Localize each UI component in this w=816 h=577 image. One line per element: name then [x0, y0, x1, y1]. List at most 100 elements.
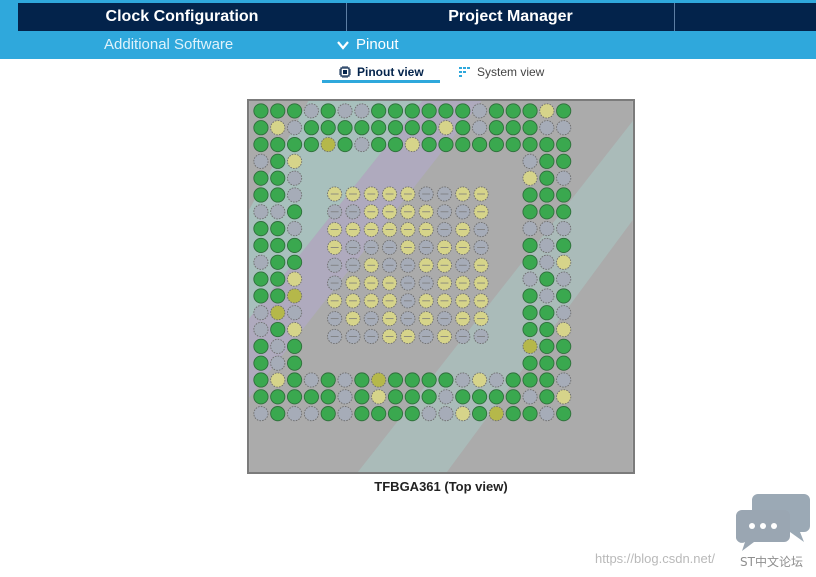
chip-pin[interactable] [270, 221, 286, 237]
chip-pin[interactable] [337, 136, 353, 153]
chip-pin[interactable] [253, 288, 269, 304]
chip-pin[interactable] [522, 221, 538, 237]
chip-pin[interactable] [505, 389, 521, 405]
chip-pin[interactable] [556, 237, 572, 254]
chip-pin[interactable] [556, 120, 572, 136]
chip-pin[interactable] [337, 120, 353, 136]
chip-pin[interactable] [287, 204, 303, 220]
chip-pin[interactable] [522, 288, 538, 304]
chip-pin[interactable] [287, 170, 303, 186]
chip-pin[interactable] [539, 136, 555, 153]
chip-pin[interactable] [287, 187, 303, 203]
chip-pin[interactable] [253, 372, 269, 388]
chip-pin[interactable] [287, 355, 303, 371]
chip-pin[interactable] [253, 254, 269, 270]
chip-pin[interactable] [539, 204, 555, 220]
chip-pin[interactable] [472, 136, 488, 153]
chip-pin[interactable] [556, 204, 572, 220]
chip-pin[interactable] [455, 120, 471, 136]
chip-pin[interactable] [303, 372, 319, 388]
chip-pin[interactable] [522, 321, 538, 338]
chip-pin[interactable] [253, 136, 269, 153]
chip-pin[interactable] [421, 372, 437, 388]
chip-pin[interactable] [421, 120, 437, 136]
chip-pin[interactable] [253, 204, 269, 220]
chip-pin[interactable] [270, 305, 286, 321]
chip-pin[interactable] [387, 120, 404, 136]
chip-pin[interactable] [371, 120, 387, 136]
chip-pin[interactable] [421, 136, 437, 153]
chip-pin[interactable] [539, 120, 555, 136]
chip-pin[interactable] [253, 103, 269, 119]
chip-pin[interactable] [337, 103, 353, 119]
chip-pin[interactable] [287, 305, 303, 321]
chip-pin[interactable] [522, 204, 538, 220]
chip-pin[interactable] [270, 338, 286, 354]
chip-pin[interactable] [488, 103, 504, 119]
chip-pin[interactable] [522, 355, 538, 371]
chip-pin[interactable] [354, 389, 370, 405]
chip-pin[interactable] [404, 372, 420, 388]
chip-pin[interactable] [253, 389, 269, 405]
chip-pin[interactable] [556, 136, 572, 153]
chip-pin[interactable] [337, 406, 353, 422]
chip-pin[interactable] [354, 103, 370, 119]
chip-pin[interactable] [387, 406, 404, 422]
chip-pin[interactable] [287, 288, 303, 304]
chip-pin[interactable] [287, 338, 303, 354]
chip-pin[interactable] [539, 153, 555, 169]
chip-pin[interactable] [270, 372, 286, 388]
chip-pin[interactable] [556, 389, 572, 405]
chip-pin[interactable] [505, 372, 521, 388]
chip-pin[interactable] [253, 237, 269, 254]
chip-pin[interactable] [522, 254, 538, 270]
chip-pin[interactable] [404, 136, 420, 153]
chip-pin[interactable] [387, 389, 404, 405]
chip-pin[interactable] [270, 103, 286, 119]
chip-pin[interactable] [404, 103, 420, 119]
chip-pin[interactable] [539, 288, 555, 304]
chip-pin[interactable] [270, 120, 286, 136]
chip-pin[interactable] [337, 389, 353, 405]
chip-pin[interactable] [539, 338, 555, 354]
chip-pin[interactable] [287, 153, 303, 169]
chip-pin[interactable] [287, 389, 303, 405]
chip-pin[interactable] [455, 136, 471, 153]
chip-pin[interactable] [556, 254, 572, 270]
chip-pin[interactable] [539, 237, 555, 254]
chip-pin[interactable] [522, 153, 538, 169]
chip-pin[interactable] [287, 271, 303, 287]
chip-pin[interactable] [505, 136, 521, 153]
chip-pin[interactable] [556, 221, 572, 237]
chip-pin[interactable] [522, 271, 538, 287]
chip-pin[interactable] [320, 372, 336, 388]
chip-pin[interactable] [421, 103, 437, 119]
chip-pin[interactable] [539, 103, 555, 119]
chip-pin[interactable] [522, 305, 538, 321]
chip-pin[interactable] [488, 406, 504, 422]
chip-pin[interactable] [488, 120, 504, 136]
chip-pin[interactable] [421, 389, 437, 405]
chip-pin[interactable] [556, 288, 572, 304]
chip-pin[interactable] [522, 120, 538, 136]
chip-pin[interactable] [270, 237, 286, 254]
chip-pin[interactable] [522, 406, 538, 422]
tab-pinout[interactable]: Pinout [336, 31, 399, 59]
chip-pin[interactable] [404, 120, 420, 136]
chip-pin[interactable] [287, 372, 303, 388]
chip-pin[interactable] [303, 103, 319, 119]
chip-pin[interactable] [455, 372, 471, 388]
chip-pin[interactable] [287, 103, 303, 119]
chip-pin[interactable] [253, 221, 269, 237]
chip-pin[interactable] [522, 103, 538, 119]
chip-pin[interactable] [387, 136, 404, 153]
system-view-tab[interactable]: System view [458, 62, 544, 82]
chip-pin[interactable] [556, 170, 572, 186]
chip-pin[interactable] [404, 406, 420, 422]
tab-project-manager[interactable]: Project Manager [448, 8, 573, 25]
chip-pin[interactable] [539, 372, 555, 388]
chip-pin[interactable] [539, 389, 555, 405]
chip-pin[interactable] [354, 120, 370, 136]
chip-pin[interactable] [253, 321, 269, 338]
chip-pin[interactable] [556, 338, 572, 354]
